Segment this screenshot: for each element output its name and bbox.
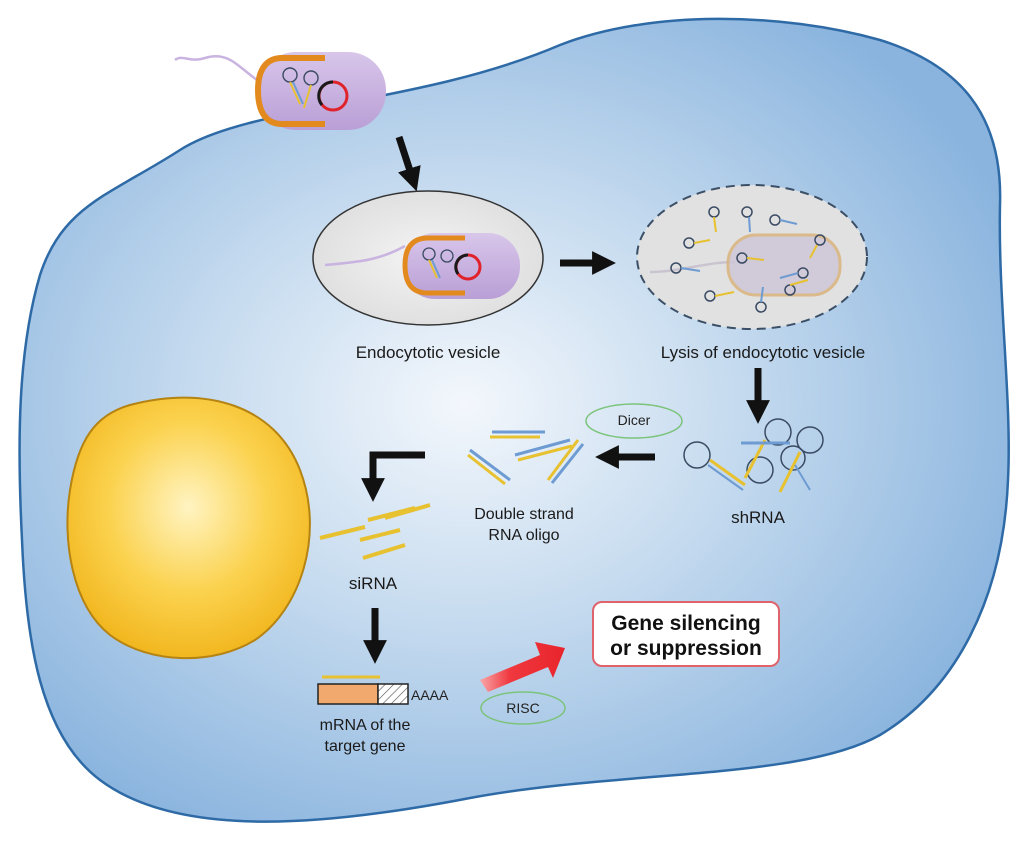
endocytotic-vesicle — [312, 190, 544, 326]
label-polya: AAAA — [411, 687, 449, 703]
label-risc: RISC — [506, 700, 540, 716]
flagellum — [174, 55, 264, 86]
label-mrna-line1: mRNA of the — [319, 717, 411, 734]
label-endocytotic-vesicle: Endocytotic vesicle — [355, 343, 501, 362]
arrow-to-sirna — [361, 451, 425, 502]
mrna-target — [317, 675, 409, 705]
label-lysis: Lysis of endocytotic vesicle — [660, 343, 866, 362]
label-shrna: shRNA — [731, 508, 785, 527]
label-dsrna-line1: Double strand — [474, 506, 574, 523]
dsrna-oligos — [467, 430, 585, 486]
shrna-molecules — [683, 418, 824, 493]
label-dsrna-line2: RNA oligo — [488, 527, 560, 544]
outcome-line1: Gene silencing — [611, 612, 761, 635]
label-sirna: siRNA — [348, 574, 398, 593]
label-mrna-line2: target gene — [324, 738, 406, 755]
risc-arrow — [480, 642, 565, 692]
risc-complex — [480, 691, 566, 725]
bacterium — [174, 52, 386, 130]
outcome-line2: or suppression — [610, 637, 762, 660]
dicer-enzyme — [585, 403, 683, 439]
lysed-vesicle — [636, 184, 868, 330]
arrow-entry — [395, 135, 421, 192]
nucleus — [66, 396, 311, 660]
sirna-molecules — [319, 503, 431, 560]
outcome-box: Gene silencing or suppression — [592, 601, 780, 667]
label-dicer: Dicer — [617, 412, 651, 428]
